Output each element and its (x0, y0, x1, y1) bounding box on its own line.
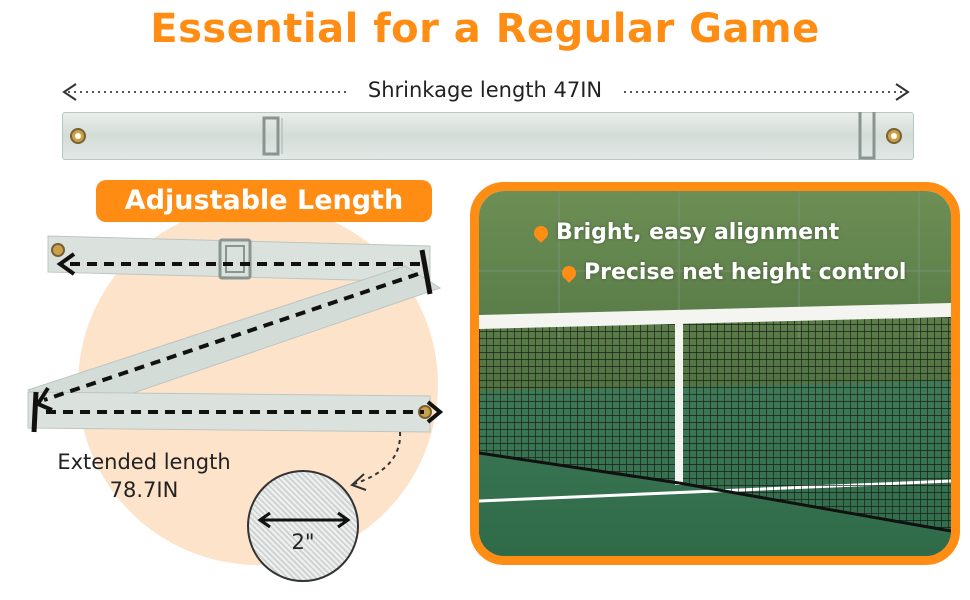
arrow-left-icon (56, 252, 76, 276)
grommet-icon (418, 405, 432, 419)
center-strap-in-photo (675, 323, 683, 485)
court-illustration (479, 191, 951, 556)
court-photo-panel (470, 182, 960, 565)
feature-text: Precise net height control (584, 260, 907, 285)
feature-item-height: Precise net height control (559, 260, 907, 285)
adjustable-badge: Adjustable Length (96, 180, 432, 222)
extended-length-label: Extended length 78.7IN (24, 448, 264, 504)
page-title: Essential for a Regular Game (150, 6, 820, 52)
extended-length-value: 78.7IN (109, 478, 179, 502)
extended-length-title: Extended length (57, 450, 231, 474)
grommet-icon (51, 243, 65, 257)
strap-extended (27, 235, 444, 433)
strap-details (70, 112, 902, 160)
strap-shrunk (62, 112, 914, 160)
buckle-icon (262, 116, 280, 156)
arrow-right-icon (426, 400, 444, 424)
arrow-left-icon (35, 386, 53, 412)
feature-item-alignment: Bright, easy alignment (531, 220, 840, 245)
location-pin-icon (531, 222, 551, 243)
width-label: 2" (291, 530, 315, 554)
arrow-right-icon (895, 83, 910, 101)
arrow-left-icon (62, 83, 77, 101)
width-arrow (257, 511, 351, 529)
buckle-icon (858, 112, 876, 160)
feature-text: Bright, easy alignment (556, 220, 840, 245)
location-pin-icon (559, 262, 579, 283)
callout-arrow (350, 431, 402, 491)
buckle-icon (218, 238, 252, 280)
shrinkage-label: Shrinkage length 47IN (350, 78, 620, 102)
shrinkage-arrow (62, 83, 910, 101)
